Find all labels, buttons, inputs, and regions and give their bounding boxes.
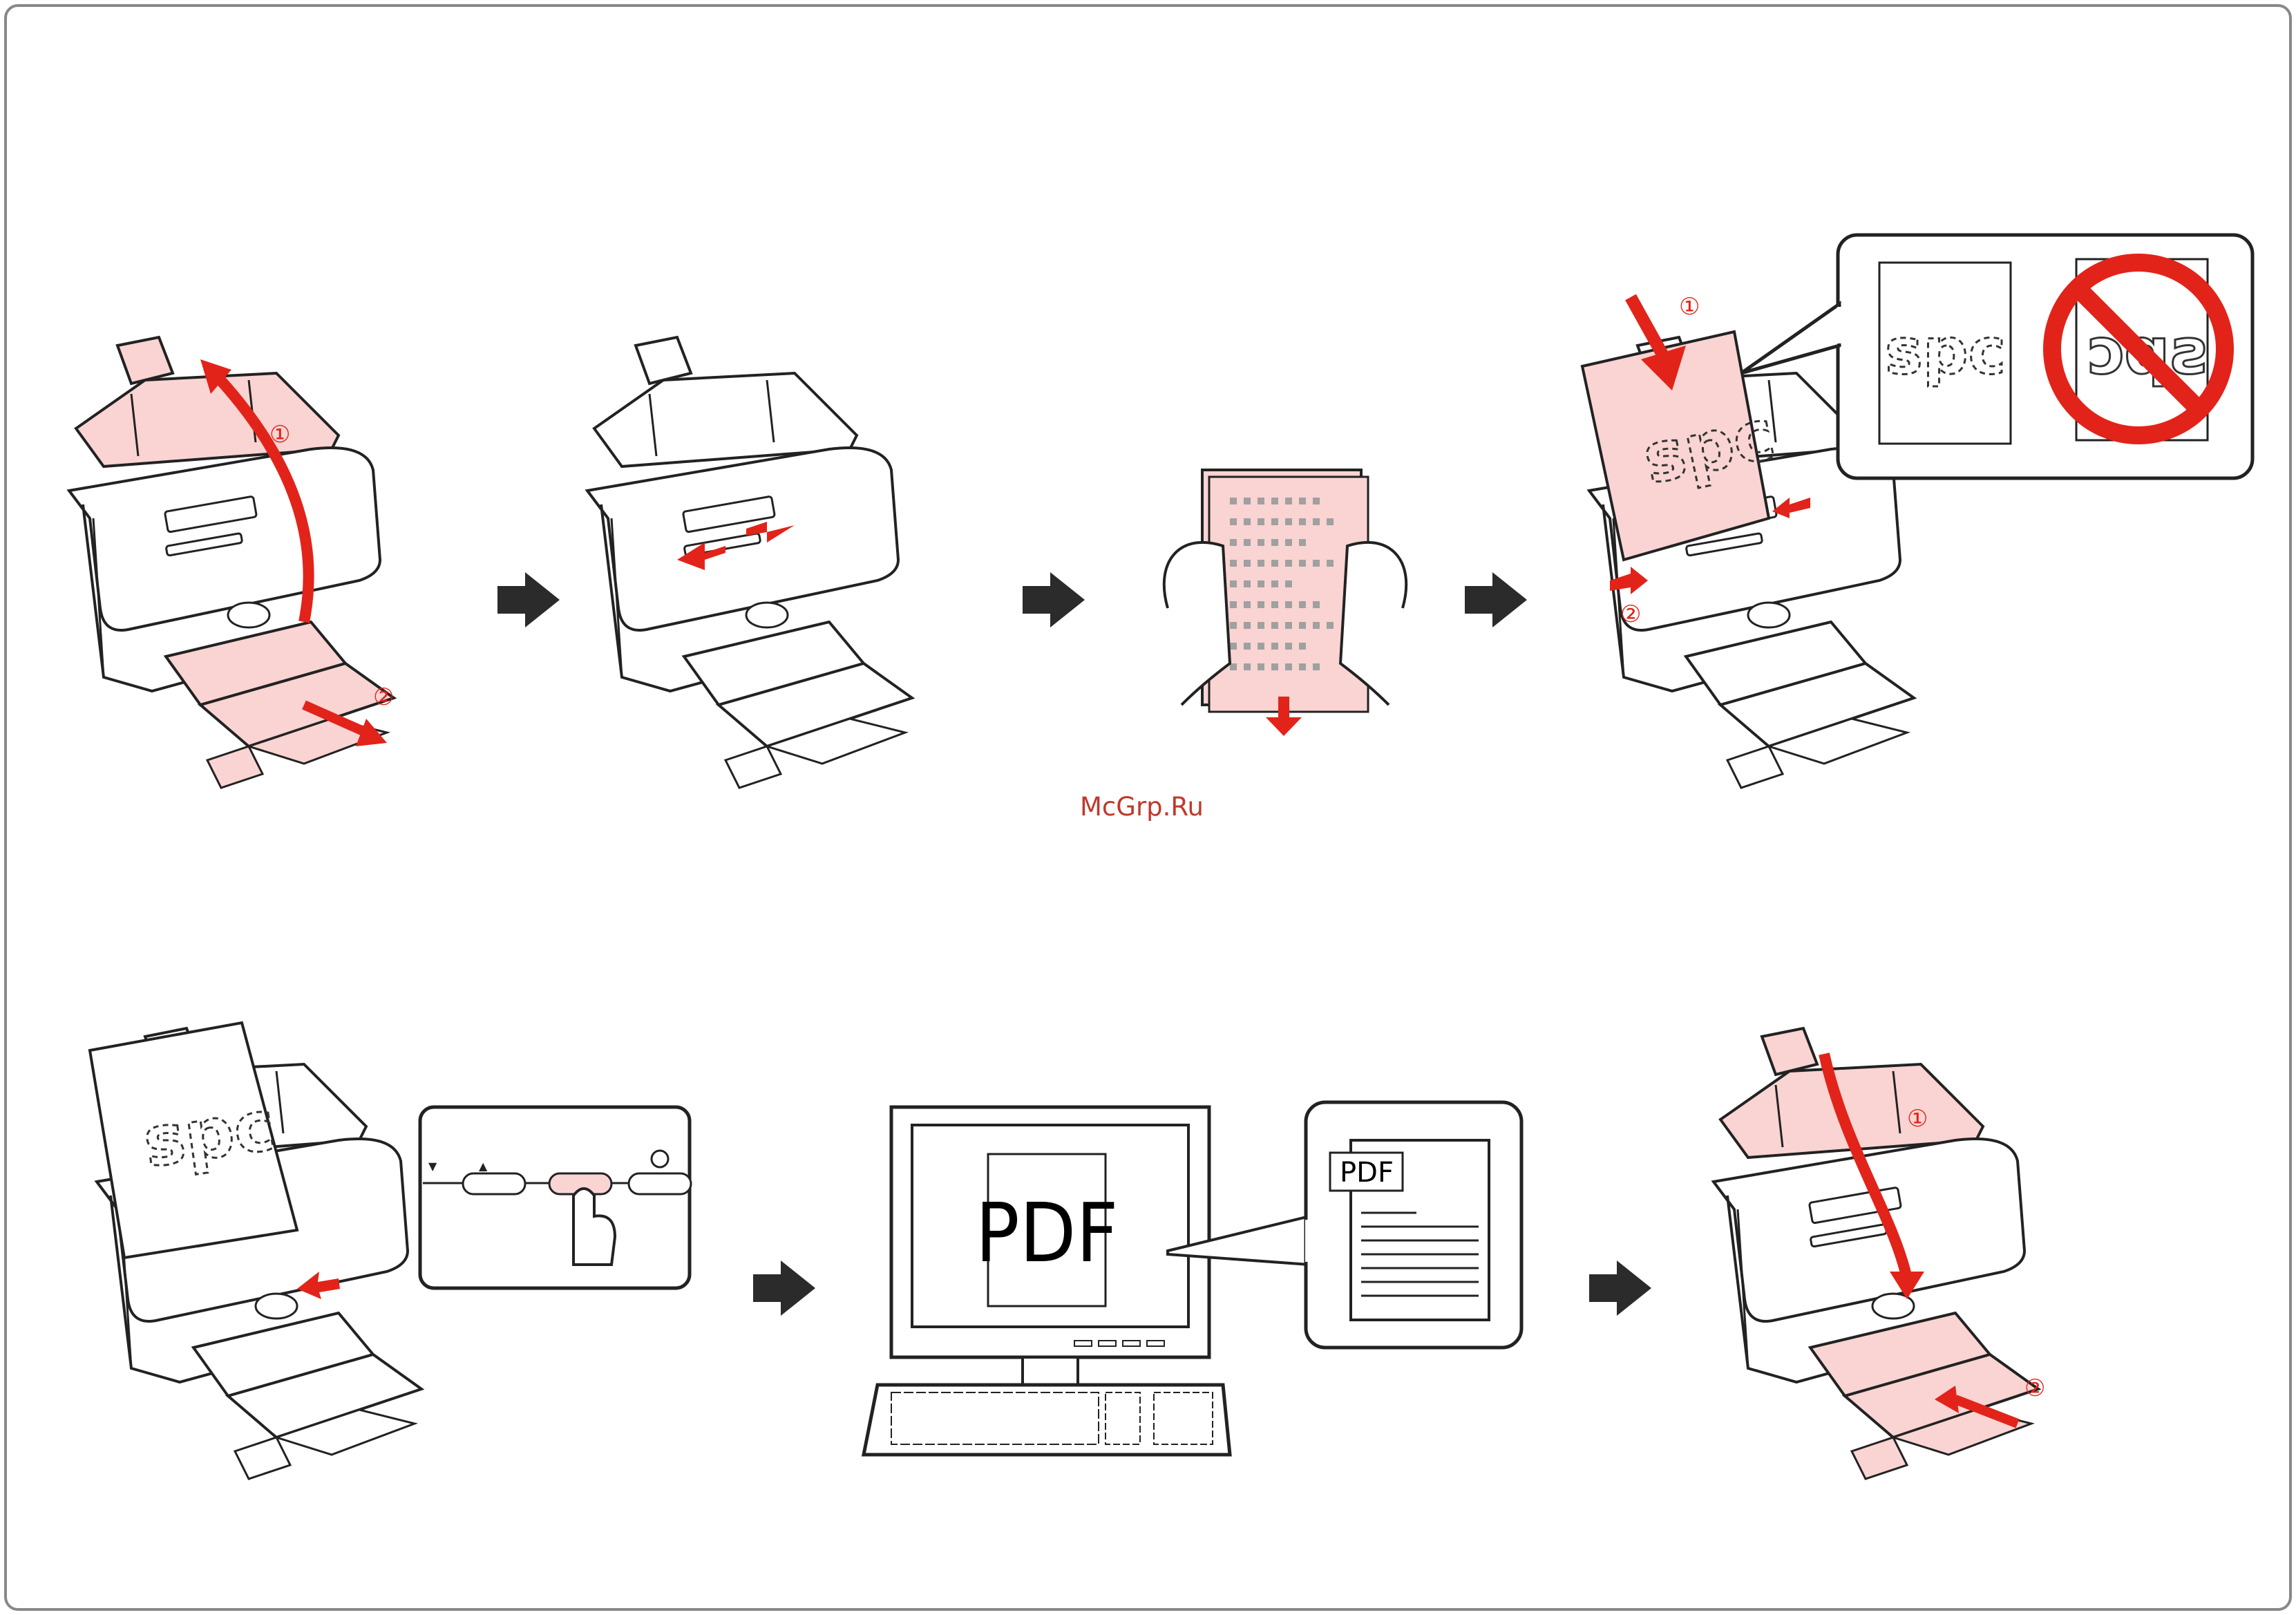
step-number-1: ①: [1907, 1105, 1928, 1133]
right-arrow-icon: [497, 572, 560, 627]
step-number-1: ①: [1679, 293, 1700, 321]
right-arrow-icon: [753, 1260, 815, 1316]
svg-text:▲: ▲: [479, 1160, 488, 1173]
right-arrow-icon: [1023, 572, 1085, 627]
step-number-1: ①: [269, 421, 290, 448]
right-arrow-icon: [1465, 572, 1527, 627]
step-number-2: ②: [1620, 601, 1641, 628]
step-computer-pdf: PDF PDF: [864, 1102, 1521, 1455]
svg-text:▼: ▼: [428, 1160, 437, 1173]
stop-button-icon[interactable]: [652, 1151, 668, 1167]
step-number-2: ②: [373, 683, 394, 711]
step-press-start: spc: [90, 1023, 421, 1479]
step-close-trays: ① ②: [1714, 1028, 2045, 1479]
document-text: spc: [1885, 314, 2006, 388]
step-open-trays: ① ②: [69, 337, 394, 788]
step-number-2: ②: [2024, 1375, 2045, 1402]
pdf-label-document: PDF: [1340, 1157, 1394, 1189]
right-arrow-icon: [1589, 1260, 1651, 1316]
watermark: McGrp.Ru: [1080, 792, 1204, 822]
pdf-label-screen: PDF: [976, 1185, 1119, 1281]
control-panel-callout: ▼ ▲: [420, 1107, 691, 1288]
step-fan-paper: [1164, 470, 1406, 736]
step-adjust-guides: [587, 337, 912, 788]
